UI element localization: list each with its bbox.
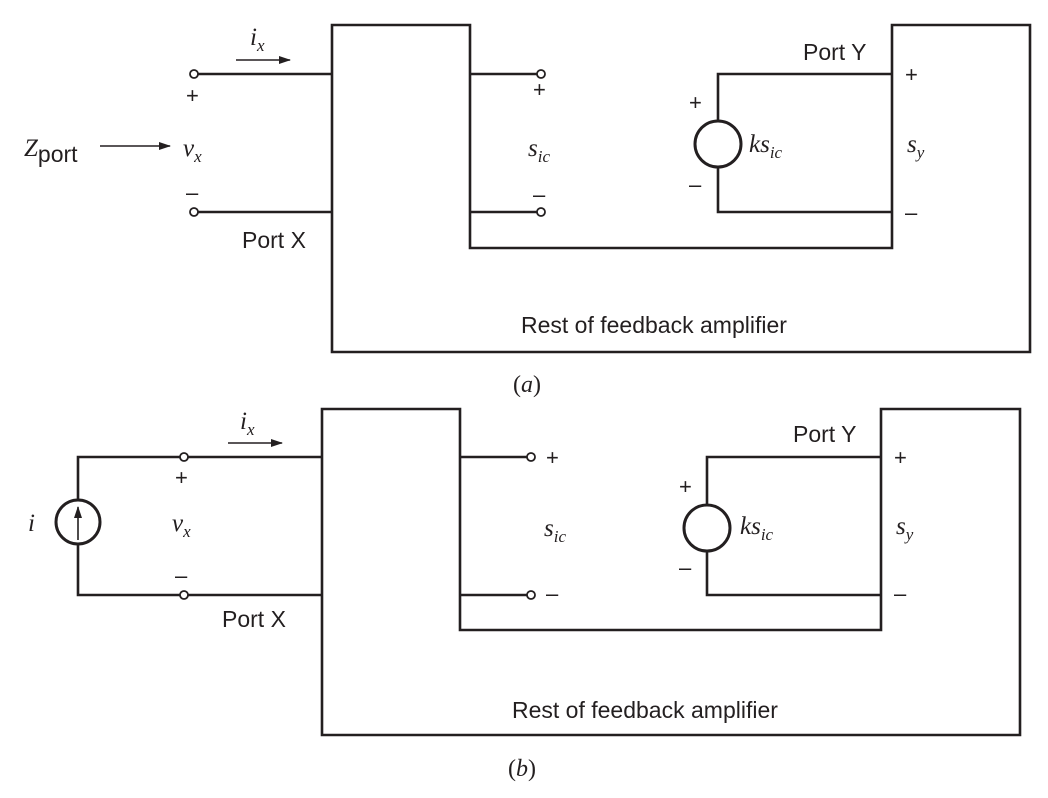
caption-b: (b): [508, 756, 536, 782]
port-x-label: Port X: [242, 227, 306, 253]
plus-sign: +: [186, 83, 199, 108]
terminal-icon: [179, 590, 189, 600]
voltage-source-icon: [682, 503, 732, 553]
block-label: Rest of feedback amplifier: [521, 312, 787, 338]
minus-sign: –: [905, 200, 918, 225]
sic-label: sic: [528, 135, 550, 166]
sic-label: sic: [544, 515, 566, 546]
port-x-label: Port X: [222, 606, 286, 632]
amplifier-block-b: [320, 407, 1022, 737]
block-label: Rest of feedback amplifier: [512, 697, 778, 723]
port-y-loop-wire-b: [705, 455, 881, 597]
port-y-label: Port Y: [793, 421, 857, 447]
current-label: ix: [250, 24, 265, 55]
plus-sign: +: [175, 465, 188, 490]
terminal-icon: [189, 69, 199, 79]
plus-sign: +: [689, 90, 702, 115]
terminal-icon: [526, 452, 536, 462]
source-label: i: [28, 510, 35, 537]
source-loop-wire-b: [76, 455, 180, 597]
terminal-icon: [536, 207, 546, 217]
terminal-icon: [536, 69, 546, 79]
ksic-label: ksic: [740, 513, 774, 544]
minus-sign: –: [689, 172, 702, 197]
terminal-icon: [179, 452, 189, 462]
minus-sign: –: [175, 563, 188, 588]
vx-label: vx: [183, 135, 202, 166]
minus-sign: –: [533, 182, 546, 207]
panel-a: Zport ix vx sic ksic sy + – + – + – + – …: [24, 23, 1032, 398]
plus-sign: +: [533, 77, 546, 102]
panel-b: i ix vx sic ksic sy + – + – + – + – Port…: [28, 407, 1022, 782]
port-y-label: Port Y: [803, 39, 867, 65]
plus-sign: +: [905, 62, 918, 87]
z-port-label: Zport: [24, 135, 78, 167]
sy-label: sy: [896, 513, 914, 544]
minus-sign: –: [546, 581, 559, 606]
ksic-label: ksic: [749, 131, 783, 162]
port-y-loop-wire-a: [716, 72, 892, 214]
plus-sign: +: [894, 445, 907, 470]
plus-sign: +: [679, 474, 692, 499]
current-label: ix: [240, 408, 255, 439]
amplifier-block-a: [330, 23, 1032, 354]
vx-label: vx: [172, 510, 191, 541]
caption-a: (a): [513, 372, 541, 398]
terminal-icon: [189, 207, 199, 217]
minus-sign: –: [894, 581, 907, 606]
voltage-source-icon: [693, 119, 743, 169]
terminal-icon: [526, 590, 536, 600]
sy-label: sy: [907, 131, 925, 162]
minus-sign: –: [186, 180, 199, 205]
plus-sign: +: [546, 445, 559, 470]
minus-sign: –: [679, 555, 692, 580]
